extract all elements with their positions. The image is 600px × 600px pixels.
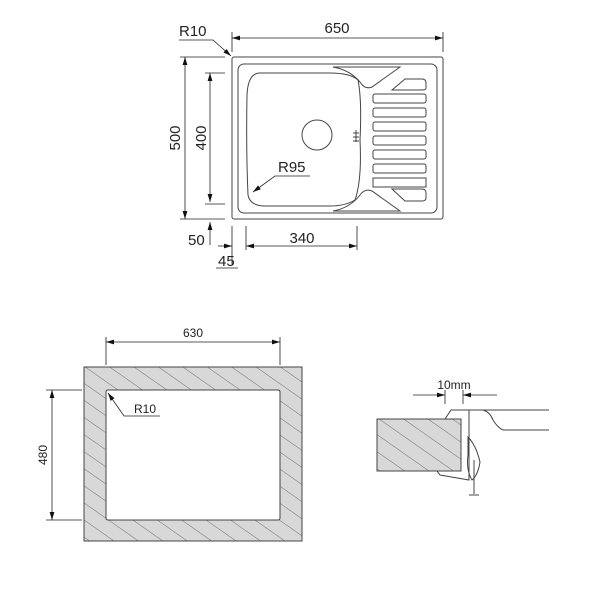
- drain-circle: [301, 119, 333, 151]
- bowl-width-340-label: 340: [289, 230, 314, 247]
- drainer-grooves: [372, 78, 427, 202]
- offset-50-label: 50: [188, 232, 205, 249]
- bowl-height-400-label: 400: [193, 125, 210, 150]
- cutout-hatched-frame: [83, 366, 303, 542]
- clip-icon: [467, 435, 481, 481]
- offset-45-label: 45: [218, 253, 235, 270]
- bowl: [246, 72, 362, 207]
- overflow-icon: [353, 130, 359, 142]
- bowl-radius-label: R95: [278, 159, 306, 176]
- screw-icon: [469, 460, 479, 496]
- cutout-height-label: 480: [36, 445, 50, 465]
- sink-inner-rim: [237, 63, 438, 214]
- worktop-section: [376, 418, 462, 472]
- mounting-section: 10mm: [376, 378, 549, 496]
- cutout-width-label: 630: [183, 326, 203, 340]
- cutout-radius-label: R10: [134, 402, 156, 416]
- lip-width-label: 10mm: [437, 378, 470, 392]
- drainer-bottom-channel: [332, 189, 402, 212]
- sink-top-view: 650 R10 500 400 R95 50 340 45: [167, 20, 444, 270]
- height-500-label: 500: [167, 125, 184, 150]
- drainer-top-channel: [332, 66, 402, 89]
- cutout-view: 630 480 R10: [36, 326, 303, 542]
- corner-radius-label: R10: [179, 23, 207, 40]
- sink-outline: [231, 56, 444, 220]
- width-650-label: 650: [324, 20, 349, 37]
